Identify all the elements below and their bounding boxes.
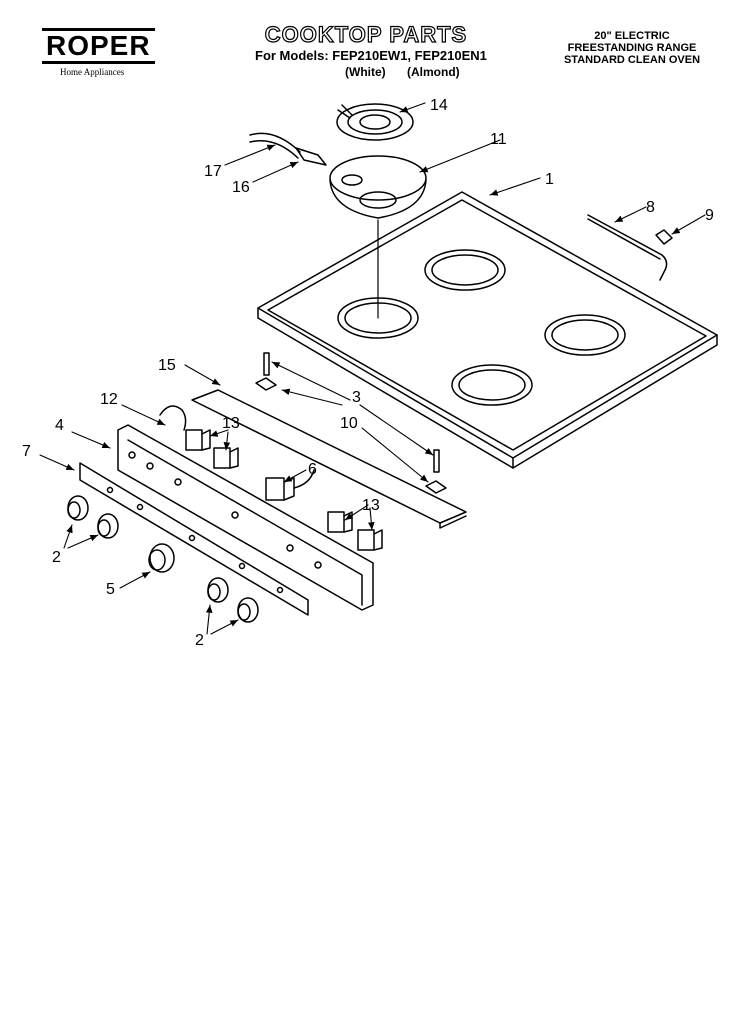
model-color-white: (White)	[345, 65, 386, 79]
model-color-almond: (Almond)	[407, 65, 460, 79]
heat-shield	[191, 389, 467, 529]
product-line-2: FREESTANDING RANGE	[567, 42, 697, 54]
callout-5: 5	[106, 581, 115, 598]
page-title-block: COOKTOP PARTS	[0, 21, 752, 48]
drip-bowl	[329, 155, 427, 319]
selector-switch	[265, 469, 315, 501]
element-receptacle	[249, 132, 327, 166]
product-line-1: 20" ELECTRIC	[594, 30, 670, 42]
mounting-clip-left	[255, 377, 277, 391]
callout-10: 10	[340, 415, 358, 432]
oven-control-knob	[148, 543, 175, 573]
callout-17: 17	[204, 163, 222, 180]
control-backer	[79, 462, 309, 616]
control-knob-2	[97, 513, 119, 539]
callout-11: 11	[490, 131, 507, 148]
control-knob-1	[67, 495, 89, 521]
callout-13-left: 13	[222, 415, 240, 432]
terminal-wire	[587, 214, 668, 281]
surface-element	[336, 103, 414, 141]
mounting-clip-right	[425, 480, 447, 494]
cooktop-panel	[257, 191, 718, 469]
callout-4: 4	[55, 417, 64, 434]
leader-lines	[39, 102, 706, 635]
callout-8: 8	[646, 199, 655, 216]
callout-14: 14	[430, 97, 448, 114]
roper-logo: ROPER Home Appliances	[42, 28, 162, 77]
infinite-switch-4	[357, 529, 383, 551]
brand-name: ROPER	[42, 28, 155, 64]
brand-tagline: Home Appliances	[60, 67, 125, 77]
callout-1: 1	[545, 171, 554, 188]
control-panel	[117, 424, 374, 611]
callout-15: 15	[158, 357, 176, 374]
callout-16: 16	[232, 179, 250, 196]
callout-13-right: 13	[362, 497, 380, 514]
callout-9: 9	[705, 207, 714, 224]
control-knob-3	[207, 577, 229, 603]
mounting-screw-right	[433, 449, 440, 473]
callout-numbers: 1 2 2 3 4 5 6 7 8 9 10 11 12 13 13 14 15…	[22, 97, 714, 649]
model-colors: (White) (Almond)	[345, 65, 478, 79]
callout-3: 3	[352, 389, 361, 406]
callout-7: 7	[22, 443, 31, 460]
switch-harness	[159, 405, 187, 431]
callout-2-left: 2	[52, 549, 61, 566]
callout-2-right: 2	[195, 632, 204, 649]
infinite-switch-3	[327, 511, 353, 533]
infinite-switch-2	[213, 447, 239, 469]
mounting-screw-left	[263, 352, 270, 376]
callout-6: 6	[308, 461, 317, 478]
infinite-switch-1	[185, 429, 211, 451]
models-line: For Models: FEP210EW1, FEP210EN1	[255, 48, 487, 63]
product-line-3: STANDARD CLEAN OVEN	[563, 54, 701, 66]
page-title: COOKTOP PARTS	[264, 21, 468, 47]
callout-12: 12	[100, 391, 118, 408]
product-description: 20" ELECTRIC FREESTANDING RANGE STANDARD…	[552, 30, 712, 66]
wire-clip	[655, 229, 673, 245]
control-knob-4	[237, 597, 259, 623]
